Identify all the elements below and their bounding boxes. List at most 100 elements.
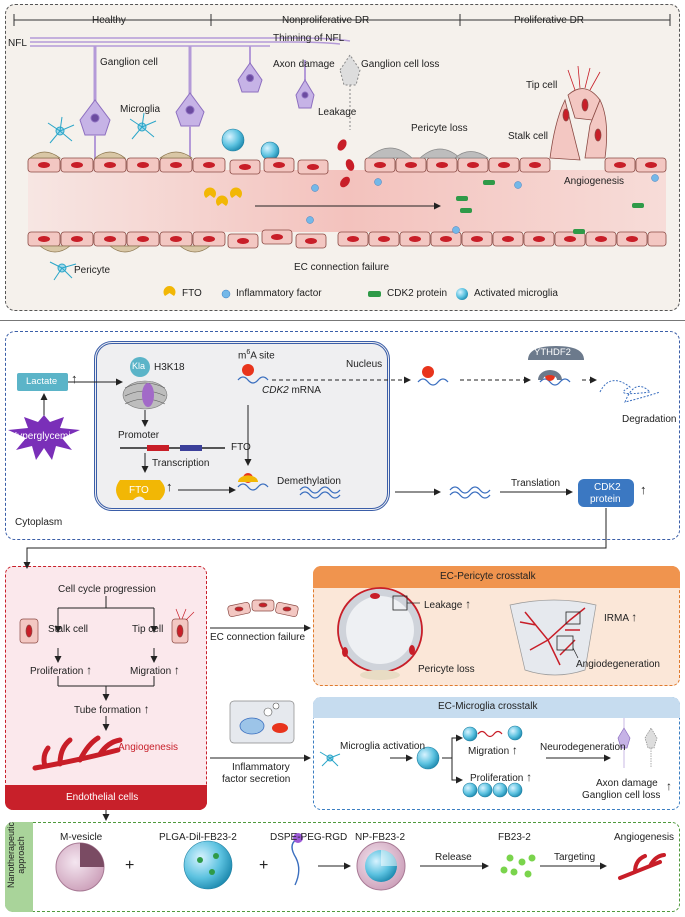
migration-label: Migration ↑	[130, 663, 180, 677]
endothelial-footer-label: Endothelial cells	[66, 792, 139, 803]
label-ganglion-loss: Ganglion cell loss	[361, 59, 440, 70]
kla-label: Kla	[132, 361, 146, 371]
lactate-up: ↑	[71, 371, 78, 386]
microglia-resting	[47, 112, 157, 281]
resting-microglia-icon	[319, 751, 341, 767]
stage-timeline	[13, 14, 671, 26]
m6a-label: m6A site	[238, 349, 275, 362]
transcription-label: Transcription	[152, 458, 210, 469]
legend-cdk2: CDK2 protein	[387, 288, 448, 299]
neurodegeneration-label: Neurodegeneration	[540, 742, 626, 753]
demethylation-label: Demethylation	[277, 476, 341, 487]
stage-healthy: Healthy	[92, 15, 126, 26]
hyperglycemia-label: Hyperglycemia	[10, 431, 77, 442]
cytoplasm-label: Cytoplasm	[15, 517, 63, 528]
fto-protein-shape	[116, 480, 165, 500]
ythdf2-cap	[538, 370, 562, 380]
legend-microglia: Activated microglia	[474, 288, 558, 299]
tip-filopodia	[567, 65, 601, 91]
promoter-label: Promoter	[118, 430, 160, 441]
tube-formation-label: Tube formation ↑	[74, 702, 150, 716]
mid-ec-cells	[227, 599, 299, 617]
ec-nuclei	[38, 162, 657, 244]
label-pericyte: Pericyte	[74, 265, 111, 276]
cdk2-protein-label-2: protein	[590, 494, 621, 505]
pericyte-box-title: EC-Pericyte crosstalk	[440, 571, 536, 582]
label-pericyte-loss: Pericyte loss	[411, 123, 468, 134]
inflam-secretion-label-2: factor secretion	[222, 774, 291, 785]
tip-cell-icon	[171, 608, 195, 644]
nano-dspe: DSPE-PEG-RGD	[270, 832, 348, 843]
h3k18-label: H3K18	[154, 362, 185, 373]
nano-plus-2: +	[259, 857, 269, 874]
axon-damage-label: Axon damage	[596, 778, 658, 789]
microglia-box-title: EC-Microglia crosstalk	[438, 701, 538, 712]
degraded-rna	[599, 380, 661, 403]
mech-arrows	[23, 376, 607, 569]
irma-vessels	[509, 599, 597, 676]
legend-inflam: Inflammatory factor	[236, 288, 322, 299]
fto-gene-label: FTO	[231, 442, 251, 453]
m6a-markers	[242, 364, 555, 483]
nano-targeting: Targeting	[554, 852, 596, 863]
label-thinning: Thinning of NFL	[273, 33, 345, 44]
label-nfl: NFL	[8, 38, 27, 49]
fto-protein-label: FTO	[129, 485, 149, 496]
nfl-fibers	[30, 37, 351, 47]
lactate-label: Lactate	[26, 376, 58, 387]
ec-flow-arrows	[54, 596, 158, 821]
pericytes	[29, 151, 211, 253]
fto-binding	[238, 475, 258, 482]
legend-fto: FTO	[182, 288, 202, 299]
fto-up: ↑	[166, 479, 173, 494]
label-leakage: Leakage	[318, 107, 357, 118]
proliferation-label: Proliferation ↑	[30, 663, 93, 677]
nano-fb23: FB23-2	[498, 832, 531, 843]
ganglion-loss-cell	[339, 54, 361, 130]
label-ec-failure-top: EC connection failure	[294, 262, 390, 273]
nano-np: NP-FB23-2	[355, 832, 406, 843]
nano-release: Release	[435, 852, 472, 863]
ec-microglia-header	[313, 697, 680, 718]
nucleus-label: Nucleus	[346, 359, 383, 370]
ganglion-loss-label: Ganglion cell loss	[582, 790, 661, 801]
neuro-up: ↑	[666, 779, 672, 793]
microglia-activated	[221, 128, 280, 161]
microglia-migration-label: Migration ↑	[468, 743, 518, 757]
inflam-markers	[306, 174, 659, 234]
mrna-waves	[237, 376, 571, 499]
stalk-cell-icon	[19, 618, 39, 644]
fto-markers	[204, 187, 243, 206]
pericyte-leakage: Leakage ↑	[424, 597, 472, 611]
cdk2-markers	[456, 180, 644, 234]
label-ganglion: Ganglion cell	[100, 57, 158, 68]
irma-label: IRMA ↑	[604, 610, 638, 624]
label-stalk-cell: Stalk cell	[508, 131, 549, 142]
stage-nonproliferative: Nonproliferative DR	[282, 15, 370, 26]
microglia-activation-label: Microglia activation	[340, 741, 426, 752]
lactate-box	[17, 373, 68, 391]
degradation-label: Degradation	[622, 414, 677, 425]
ythdf2-label: YTHDF2	[534, 347, 571, 358]
nano-angiogenesis: Angiogenesis	[614, 832, 675, 843]
pericyte-loss-label: Pericyte loss	[418, 664, 475, 675]
label-tip-cell: Tip cell	[526, 80, 558, 91]
hyperglycemia-star	[8, 415, 80, 460]
inflam-secretion-label-1: Inflammatory	[232, 762, 290, 773]
nano-plus-1: +	[125, 857, 135, 874]
kla-bubble	[130, 357, 150, 377]
promoter-bar	[120, 445, 225, 451]
angiogenesis-ec-label: Angiogenesis	[118, 742, 179, 753]
angiodegeneration-label: Angiodegeneration	[576, 659, 660, 670]
cdk2-protein-label-1: CDK2	[594, 482, 621, 493]
leakage-rbcs	[337, 139, 355, 188]
activated-microglia-group	[416, 725, 523, 798]
ec-pericyte-header	[313, 566, 680, 588]
cdk2-protein-box	[578, 479, 634, 507]
translation-label: Translation	[511, 478, 561, 489]
nano-plga: PLGA-Dil-FB23-2	[159, 832, 237, 843]
nucleosome	[122, 380, 168, 410]
ec-failure-label: EC connection failure	[210, 632, 306, 643]
